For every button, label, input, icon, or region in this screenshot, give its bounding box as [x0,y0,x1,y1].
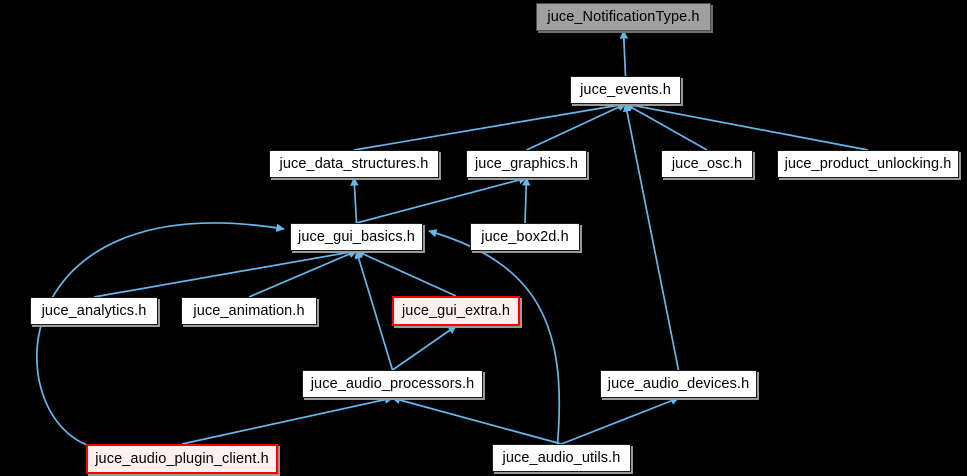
node-data_structures[interactable]: juce_data_structures.h [269,150,439,178]
edge-gui_basics-to-data_structures [354,178,357,223]
node-label-audio_devices: juce_audio_devices.h [608,377,749,392]
node-label-gui_extra: juce_gui_extra.h [402,304,510,319]
edge-audio_utils-to-audio_devices [562,398,679,444]
node-label-gui_basics: juce_gui_basics.h [298,230,415,245]
node-label-audio_processors: juce_audio_processors.h [311,377,475,392]
node-product_unlocking[interactable]: juce_product_unlocking.h [777,150,959,178]
node-box2d[interactable]: juce_box2d.h [470,223,580,251]
node-audio_utils[interactable]: juce_audio_utils.h [492,444,631,472]
edge-box2d-to-graphics [525,178,527,223]
edge-analytics-to-gui_basics [94,251,357,297]
node-gui_basics[interactable]: juce_gui_basics.h [290,223,423,251]
node-osc[interactable]: juce_osc.h [661,150,753,178]
node-audio_processors[interactable]: juce_audio_processors.h [302,370,483,398]
node-events[interactable]: juce_events.h [570,76,681,104]
node-gui_extra[interactable]: juce_gui_extra.h [392,296,520,326]
edge-audio_plugin_client-to-audio_processors [182,398,393,444]
edge-audio_plugin_client-to-gui_basics [37,223,284,446]
edge-graphics-to-events [527,104,626,150]
node-audio_devices[interactable]: juce_audio_devices.h [600,370,757,398]
node-audio_plugin_client[interactable]: juce_audio_plugin_client.h [86,444,278,474]
edge-audio_utils-to-audio_processors [393,398,562,444]
edge-product_unlocking-to-events [626,104,869,150]
node-animation[interactable]: juce_animation.h [181,297,317,325]
edge-gui_basics-to-graphics [357,178,527,223]
node-label-box2d: juce_box2d.h [481,230,568,245]
node-label-audio_utils: juce_audio_utils.h [503,451,621,466]
edge-audio_utils-to-gui_basics [429,231,559,444]
node-label-audio_plugin_client: juce_audio_plugin_client.h [95,452,269,467]
edge-audio_processors-to-gui_basics [357,251,393,370]
edge-data_structures-to-events [354,104,626,150]
node-label-analytics: juce_analytics.h [42,304,147,319]
node-label-animation: juce_animation.h [193,304,304,319]
node-label-events: juce_events.h [580,83,671,98]
node-label-product_unlocking: juce_product_unlocking.h [785,157,952,172]
edge-gui_extra-to-gui_basics [357,251,457,296]
node-label-data_structures: juce_data_structures.h [280,157,429,172]
node-label-graphics: juce_graphics.h [475,157,578,172]
node-label-notification_type: juce_NotificationType.h [547,10,699,25]
edge-animation-to-gui_basics [249,251,357,297]
node-label-osc: juce_osc.h [672,157,742,172]
edge-audio_processors-to-gui_extra [393,326,457,370]
node-graphics[interactable]: juce_graphics.h [466,150,587,178]
node-notification_type[interactable]: juce_NotificationType.h [536,3,711,31]
node-analytics[interactable]: juce_analytics.h [30,297,158,325]
edge-audio_devices-to-events [626,104,679,370]
edge-events-to-notification_type [624,31,626,76]
